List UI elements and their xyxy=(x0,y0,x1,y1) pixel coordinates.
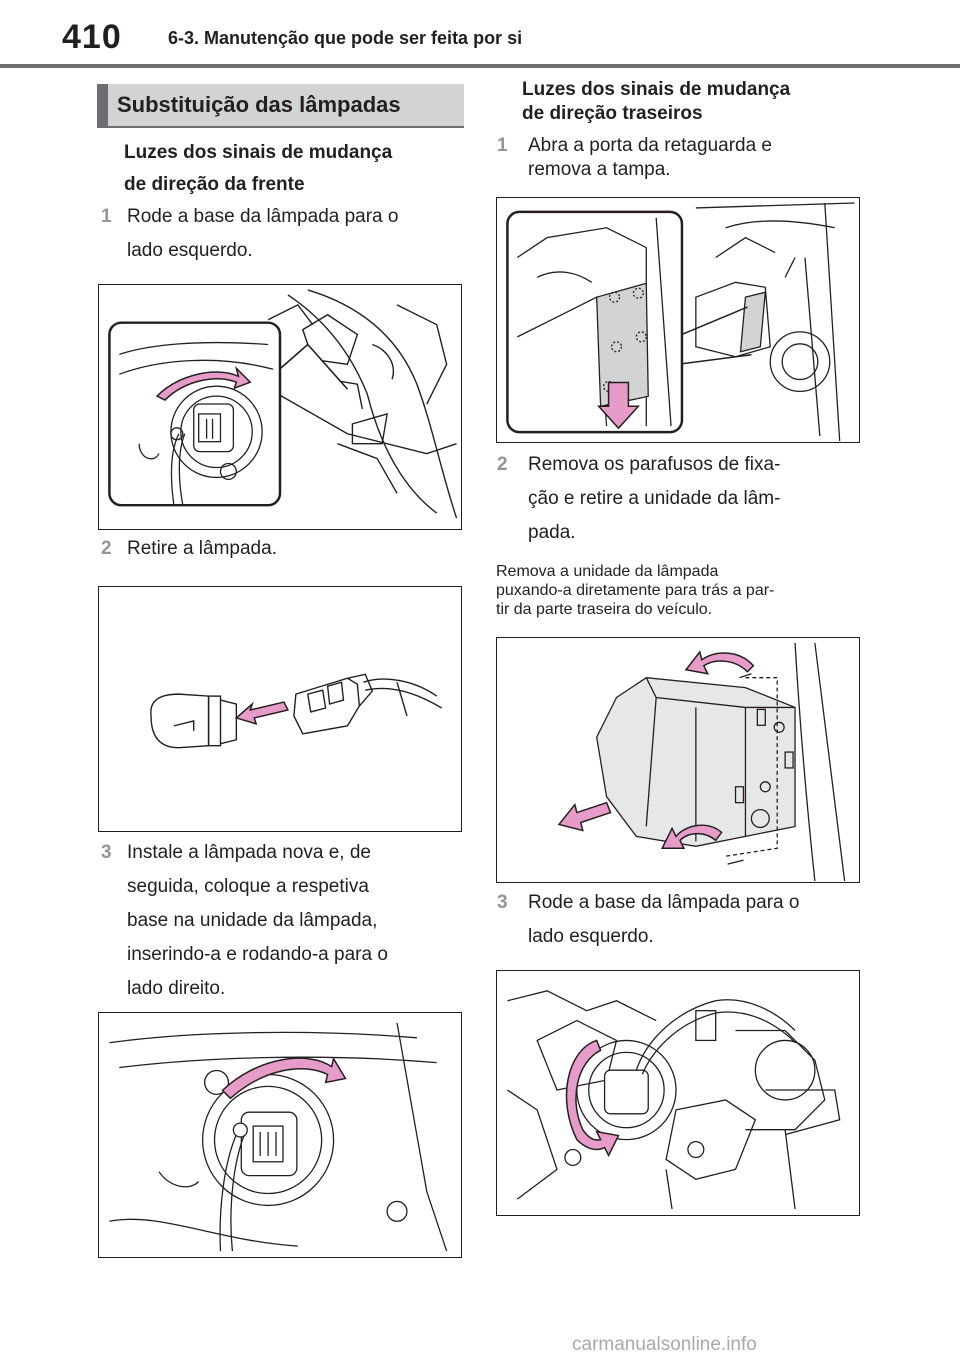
rear-subheading: Luzes dos sinais de mudança de direção t… xyxy=(522,78,790,126)
step-number: 3 xyxy=(101,842,112,863)
step-number: 2 xyxy=(497,454,508,475)
rotate-right-arrow xyxy=(221,1056,347,1100)
front-step-2: 2 Retire a lâmpada. xyxy=(101,534,471,564)
figure-front-rotate-right xyxy=(98,1012,462,1258)
chapter-title: 6-3. Manutenção que pode ser feita por s… xyxy=(168,28,523,48)
front-step-1: 1 Rode a base da lâmpada para o lado esq… xyxy=(101,202,471,266)
section-title: Substituição das lâmpadas xyxy=(117,92,401,117)
remove-lower-screw-arrow xyxy=(660,824,723,850)
rotate-left-arrow-rear xyxy=(565,1039,620,1158)
step-text-line: lado direito. xyxy=(127,978,226,999)
step-text-line: base na unidade da lâmpada, xyxy=(127,910,378,931)
figure-rear-cover xyxy=(496,197,860,443)
step-text-line: Abra a porta da retaguarda e xyxy=(528,135,773,156)
step-text-line: pada. xyxy=(528,522,576,543)
rear-step-2-note: Remova a unidade da lâmpada puxando-a di… xyxy=(496,562,866,619)
rear-step-3: 3 Rode a base da lâmpada para o lado esq… xyxy=(497,888,867,952)
figure-front-rotate-left xyxy=(98,284,462,530)
pull-back-arrow xyxy=(557,801,612,832)
step-text-line: Remova os parafusos de fixa- xyxy=(528,454,781,475)
note-line: puxando-a diretamente para trás a par- xyxy=(496,582,775,599)
step-text-line: inserindo-a e rodando-a para o xyxy=(127,944,388,965)
step-text-line: seguida, coloque a respetiva xyxy=(127,876,369,897)
rear-step-2: 2 Remova os parafusos de fixa- ção e ret… xyxy=(497,450,867,548)
step-text-line: ção e retire a unidade da lâm- xyxy=(528,488,781,509)
page-number: 410 xyxy=(62,18,122,56)
rear-subheading-line1: Luzes dos sinais de mudança xyxy=(522,79,791,100)
figure-remove-bulb xyxy=(98,586,462,832)
watermark: carmanualsonline.info xyxy=(572,1334,757,1355)
rear-step-1: 1 Abra a porta da retaguarda e remova a … xyxy=(497,134,867,182)
header-rule xyxy=(0,64,960,68)
step-text-line: lado esquerdo. xyxy=(528,926,654,947)
section-heading-box xyxy=(97,84,464,128)
note-line: tir da parte traseira do veículo. xyxy=(496,601,713,618)
step-text-line: Rode a base da lâmpada para o xyxy=(127,206,399,227)
illustration-socket-install xyxy=(109,1022,448,1252)
figure-rear-lamp-unit xyxy=(496,637,860,883)
step-number: 1 xyxy=(497,135,508,156)
illustration-bulb-removal xyxy=(150,673,443,749)
illustration-front-socket xyxy=(108,289,458,519)
pull-out-arrow xyxy=(234,701,290,726)
note-line: Remova a unidade da lâmpada xyxy=(496,563,719,580)
step-text-line: Rode a base da lâmpada para o xyxy=(528,892,800,913)
section-heading-underline xyxy=(97,126,464,128)
front-subheading: Luzes dos sinais de mudança de direção d… xyxy=(124,138,392,200)
illustration-rear-cover xyxy=(506,202,855,442)
remove-upper-screw-arrow xyxy=(684,650,755,675)
front-subheading-line1: Luzes dos sinais de mudança xyxy=(124,142,393,163)
rotate-left-arrow xyxy=(155,365,252,401)
step-text-line: Instale a lâmpada nova e, de xyxy=(127,842,372,863)
rear-subheading-line2: de direção traseiros xyxy=(522,103,703,124)
figure-rear-rotate-left xyxy=(496,970,860,1216)
front-step-3: 3 Instale a lâmpada nova e, de seguida, … xyxy=(101,838,471,1004)
illustration-rear-lamp-removal xyxy=(557,642,846,882)
step-number: 3 xyxy=(497,892,508,913)
step-number: 1 xyxy=(101,206,112,227)
illustration-rear-socket xyxy=(507,990,841,1210)
step-text-line: remova a tampa. xyxy=(528,159,671,180)
front-subheading-line2: de direção da frente xyxy=(124,174,305,195)
step-text-line: lado esquerdo. xyxy=(127,240,253,261)
step-number: 2 xyxy=(101,538,112,559)
section-heading-bar xyxy=(97,84,108,128)
pull-down-arrow xyxy=(596,381,641,430)
step-text-line: Retire a lâmpada. xyxy=(127,538,277,559)
